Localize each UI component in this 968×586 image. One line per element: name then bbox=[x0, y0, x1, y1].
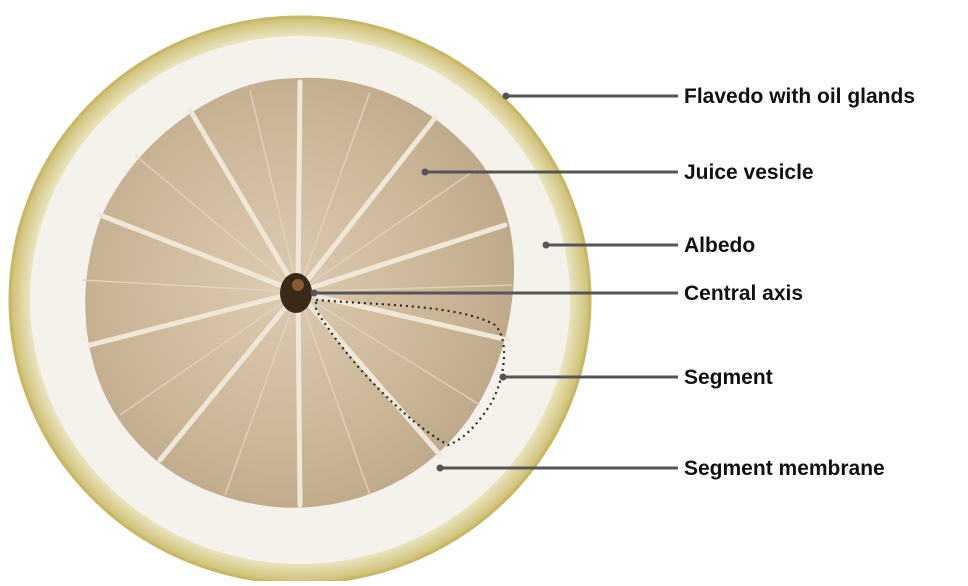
label-segment: Segment bbox=[684, 367, 773, 388]
label-segment-membrane: Segment membrane bbox=[684, 458, 885, 479]
central-axis-highlight bbox=[292, 279, 304, 291]
label-flavedo: Flavedo with oil glands bbox=[684, 86, 915, 107]
label-albedo: Albedo bbox=[684, 235, 755, 256]
label-juice-vesicle: Juice vesicle bbox=[684, 162, 814, 183]
label-central-axis: Central axis bbox=[684, 283, 803, 304]
central-axis-core bbox=[280, 273, 312, 313]
